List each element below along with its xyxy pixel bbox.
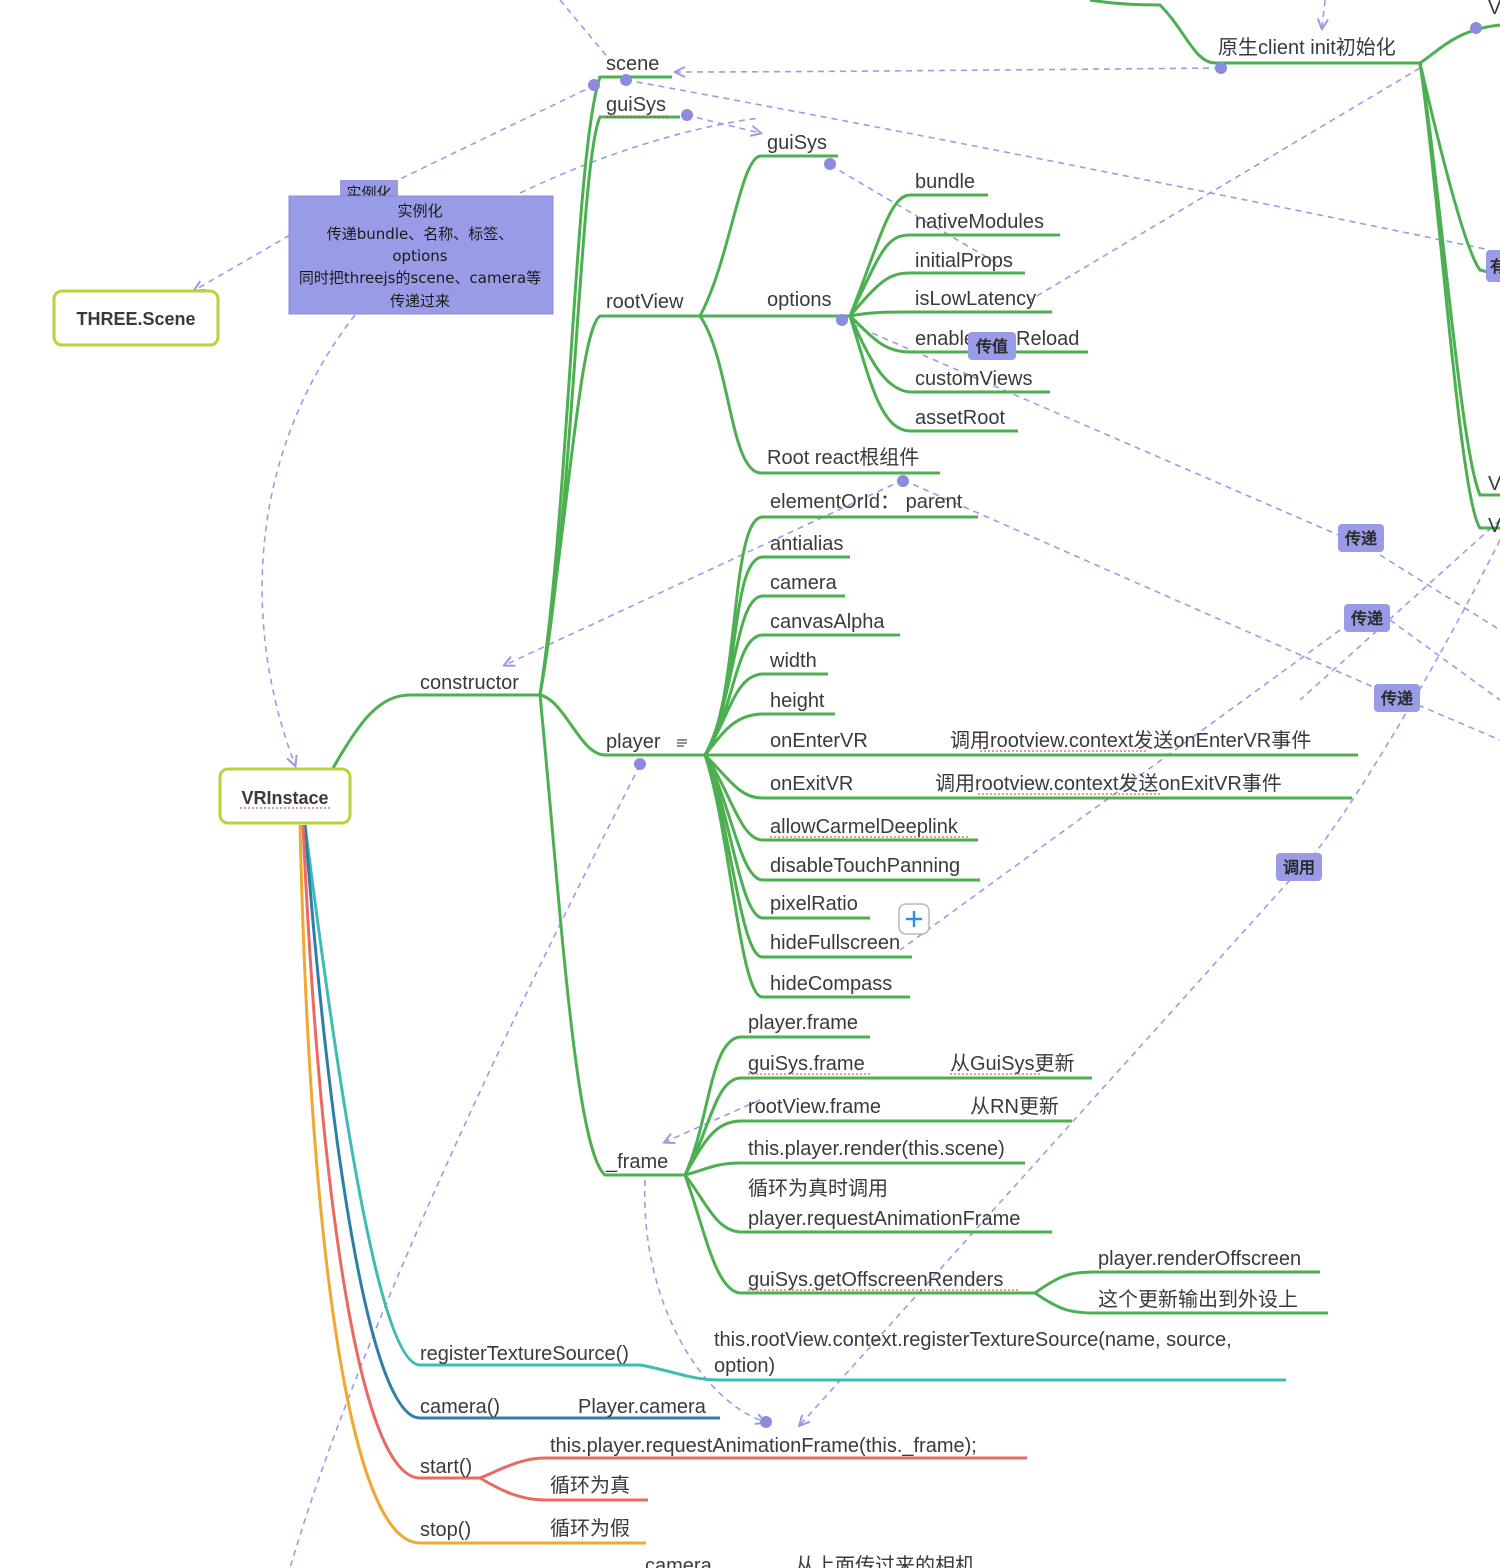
node-canvas-alpha[interactable]: canvasAlpha — [770, 611, 885, 633]
node-initial-props[interactable]: initialProps — [915, 250, 1013, 272]
node-guisys[interactable]: guiSys — [606, 94, 666, 116]
node-loop-line1[interactable]: 循环为真时调用 — [748, 1177, 888, 1200]
node-player-frame[interactable]: player.frame — [748, 1012, 858, 1034]
plus-icon[interactable] — [898, 903, 930, 935]
three-scene-label: THREE.Scene — [76, 309, 195, 329]
node-width[interactable]: width — [769, 650, 817, 672]
callout-line: 同时把threejs的scene、camera等 — [299, 269, 541, 287]
node-element[interactable]: elementOrId： parent — [770, 491, 963, 513]
tag-pass-3[interactable]: 传递 — [1374, 684, 1420, 712]
green-branches — [330, 0, 1500, 1315]
node-guisys-child[interactable]: guiSys — [767, 132, 827, 154]
tag-pass-1[interactable]: 传递 — [1338, 524, 1384, 552]
node-loop-line2[interactable]: player.requestAnimationFrame — [748, 1208, 1020, 1230]
tag-pass-value-label: 传值 — [975, 337, 1008, 356]
node-stop-loop[interactable]: 循环为假 — [550, 1517, 630, 1540]
node-start-raf[interactable]: this.player.requestAnimationFrame(this._… — [550, 1435, 977, 1457]
node-frame[interactable]: _frame — [605, 1151, 668, 1173]
node-register-note-1[interactable]: this.rootView.context.registerTextureSou… — [714, 1329, 1232, 1351]
node-asset-root[interactable]: assetRoot — [915, 407, 1005, 429]
tag-pass-2-label: 传递 — [1350, 609, 1383, 628]
node-custom-views[interactable]: customViews — [915, 368, 1032, 390]
callout-line: 传递bundle、名称、标签、 — [327, 225, 513, 243]
node-on-exit-vr[interactable]: onExitVR — [770, 773, 853, 795]
node-stop[interactable]: stop() — [420, 1519, 471, 1541]
node-player[interactable]: player — [606, 731, 661, 753]
tag-pass-2[interactable]: 传递 — [1344, 604, 1390, 632]
edge-label: V — [1488, 0, 1500, 19]
three-scene-node[interactable]: THREE.Scene — [52, 289, 220, 347]
node-register-note-2[interactable]: option) — [714, 1355, 775, 1377]
note-icon[interactable] — [677, 739, 687, 747]
node-height[interactable]: height — [770, 690, 825, 712]
colored-branches — [298, 824, 1286, 1545]
node-camera[interactable]: camera — [770, 572, 838, 594]
node-start-loop[interactable]: 循环为真 — [550, 1474, 630, 1497]
root-label: VRInstace — [241, 788, 328, 808]
instantiate-callout[interactable]: 实例化 实例化 传递bundle、名称、标签、 options 同时把three… — [288, 180, 554, 315]
relation-dots — [588, 22, 1482, 1428]
tag-edge-you[interactable]: 有 — [1486, 250, 1500, 282]
node-start[interactable]: start() — [420, 1456, 472, 1478]
node-on-enter-vr[interactable]: onEnterVR — [770, 730, 868, 752]
node-client-init[interactable]: 原生client init初始化 — [1218, 36, 1396, 59]
node-camera-fn-note[interactable]: Player.camera — [578, 1396, 707, 1418]
tag-edge-you-label: 有 — [1490, 257, 1500, 276]
callout-line: 实例化 — [397, 202, 442, 220]
node-rootview[interactable]: rootView — [606, 291, 684, 313]
node-pixel-ratio[interactable]: pixelRatio — [770, 893, 858, 915]
node-output-peripheral[interactable]: 这个更新输出到外设上 — [1098, 1288, 1298, 1311]
node-native-modules[interactable]: nativeModules — [915, 211, 1044, 233]
tag-pass-value[interactable]: 传值 — [968, 332, 1016, 360]
node-guisys-frame[interactable]: guiSys.frame — [748, 1053, 865, 1075]
node-root-react[interactable]: Root react根组件 — [767, 446, 919, 469]
node-bottom-camera[interactable]: camera — [645, 1555, 713, 1568]
callout-line: 传递过来 — [390, 292, 450, 310]
node-disable-touch[interactable]: disableTouchPanning — [770, 855, 960, 877]
root-node[interactable]: VRInstace — [218, 767, 352, 825]
node-scene[interactable]: scene — [606, 53, 659, 75]
edge-label: V — [1488, 515, 1500, 537]
node-hide-fullscreen[interactable]: hideFullscreen — [770, 932, 900, 954]
node-reload[interactable]: Reload — [1016, 328, 1079, 350]
node-options[interactable]: options — [767, 289, 832, 311]
node-rootview-frame[interactable]: rootView.frame — [748, 1096, 881, 1118]
node-constructor[interactable]: constructor — [420, 672, 519, 694]
tag-pass-3-label: 传递 — [1380, 689, 1413, 708]
node-render[interactable]: this.player.render(this.scene) — [748, 1138, 1005, 1160]
node-on-enter-vr-note[interactable]: 调用rootview.context发送onEnterVR事件 — [950, 729, 1311, 752]
edge-label: V — [1488, 473, 1500, 495]
relation-lines — [195, 0, 1500, 1568]
tag-call-label: 调用 — [1283, 858, 1315, 877]
node-render-offscreen[interactable]: player.renderOffscreen — [1098, 1248, 1301, 1270]
node-allow-deeplink[interactable]: allowCarmelDeeplink — [770, 816, 959, 838]
node-enable[interactable]: enable — [915, 328, 975, 350]
tag-call[interactable]: 调用 — [1276, 853, 1322, 881]
labels: constructor scene guiSys rootView guiSys… — [420, 0, 1500, 1568]
node-is-low-latency[interactable]: isLowLatency — [915, 288, 1036, 310]
node-antialias[interactable]: antialias — [770, 533, 843, 555]
tag-pass-1-label: 传递 — [1344, 529, 1377, 548]
spellcheck-marks — [606, 116, 1162, 1291]
node-bundle[interactable]: bundle — [915, 171, 975, 193]
node-on-exit-vr-note[interactable]: 调用rootview.context发送onExitVR事件 — [935, 772, 1282, 795]
node-register-texture[interactable]: registerTextureSource() — [420, 1343, 629, 1365]
node-camera-fn[interactable]: camera() — [420, 1396, 500, 1418]
node-guisys-frame-note[interactable]: 从GuiSys更新 — [950, 1052, 1074, 1075]
node-hide-compass[interactable]: hideCompass — [770, 973, 892, 995]
callout-line: options — [392, 247, 447, 265]
node-rootview-frame-note[interactable]: 从RN更新 — [970, 1095, 1059, 1118]
node-offscreen[interactable]: guiSys.getOffscreenRenders — [748, 1269, 1003, 1291]
node-bottom-camera-note[interactable]: 从上面传过来的相机 — [795, 1554, 975, 1568]
